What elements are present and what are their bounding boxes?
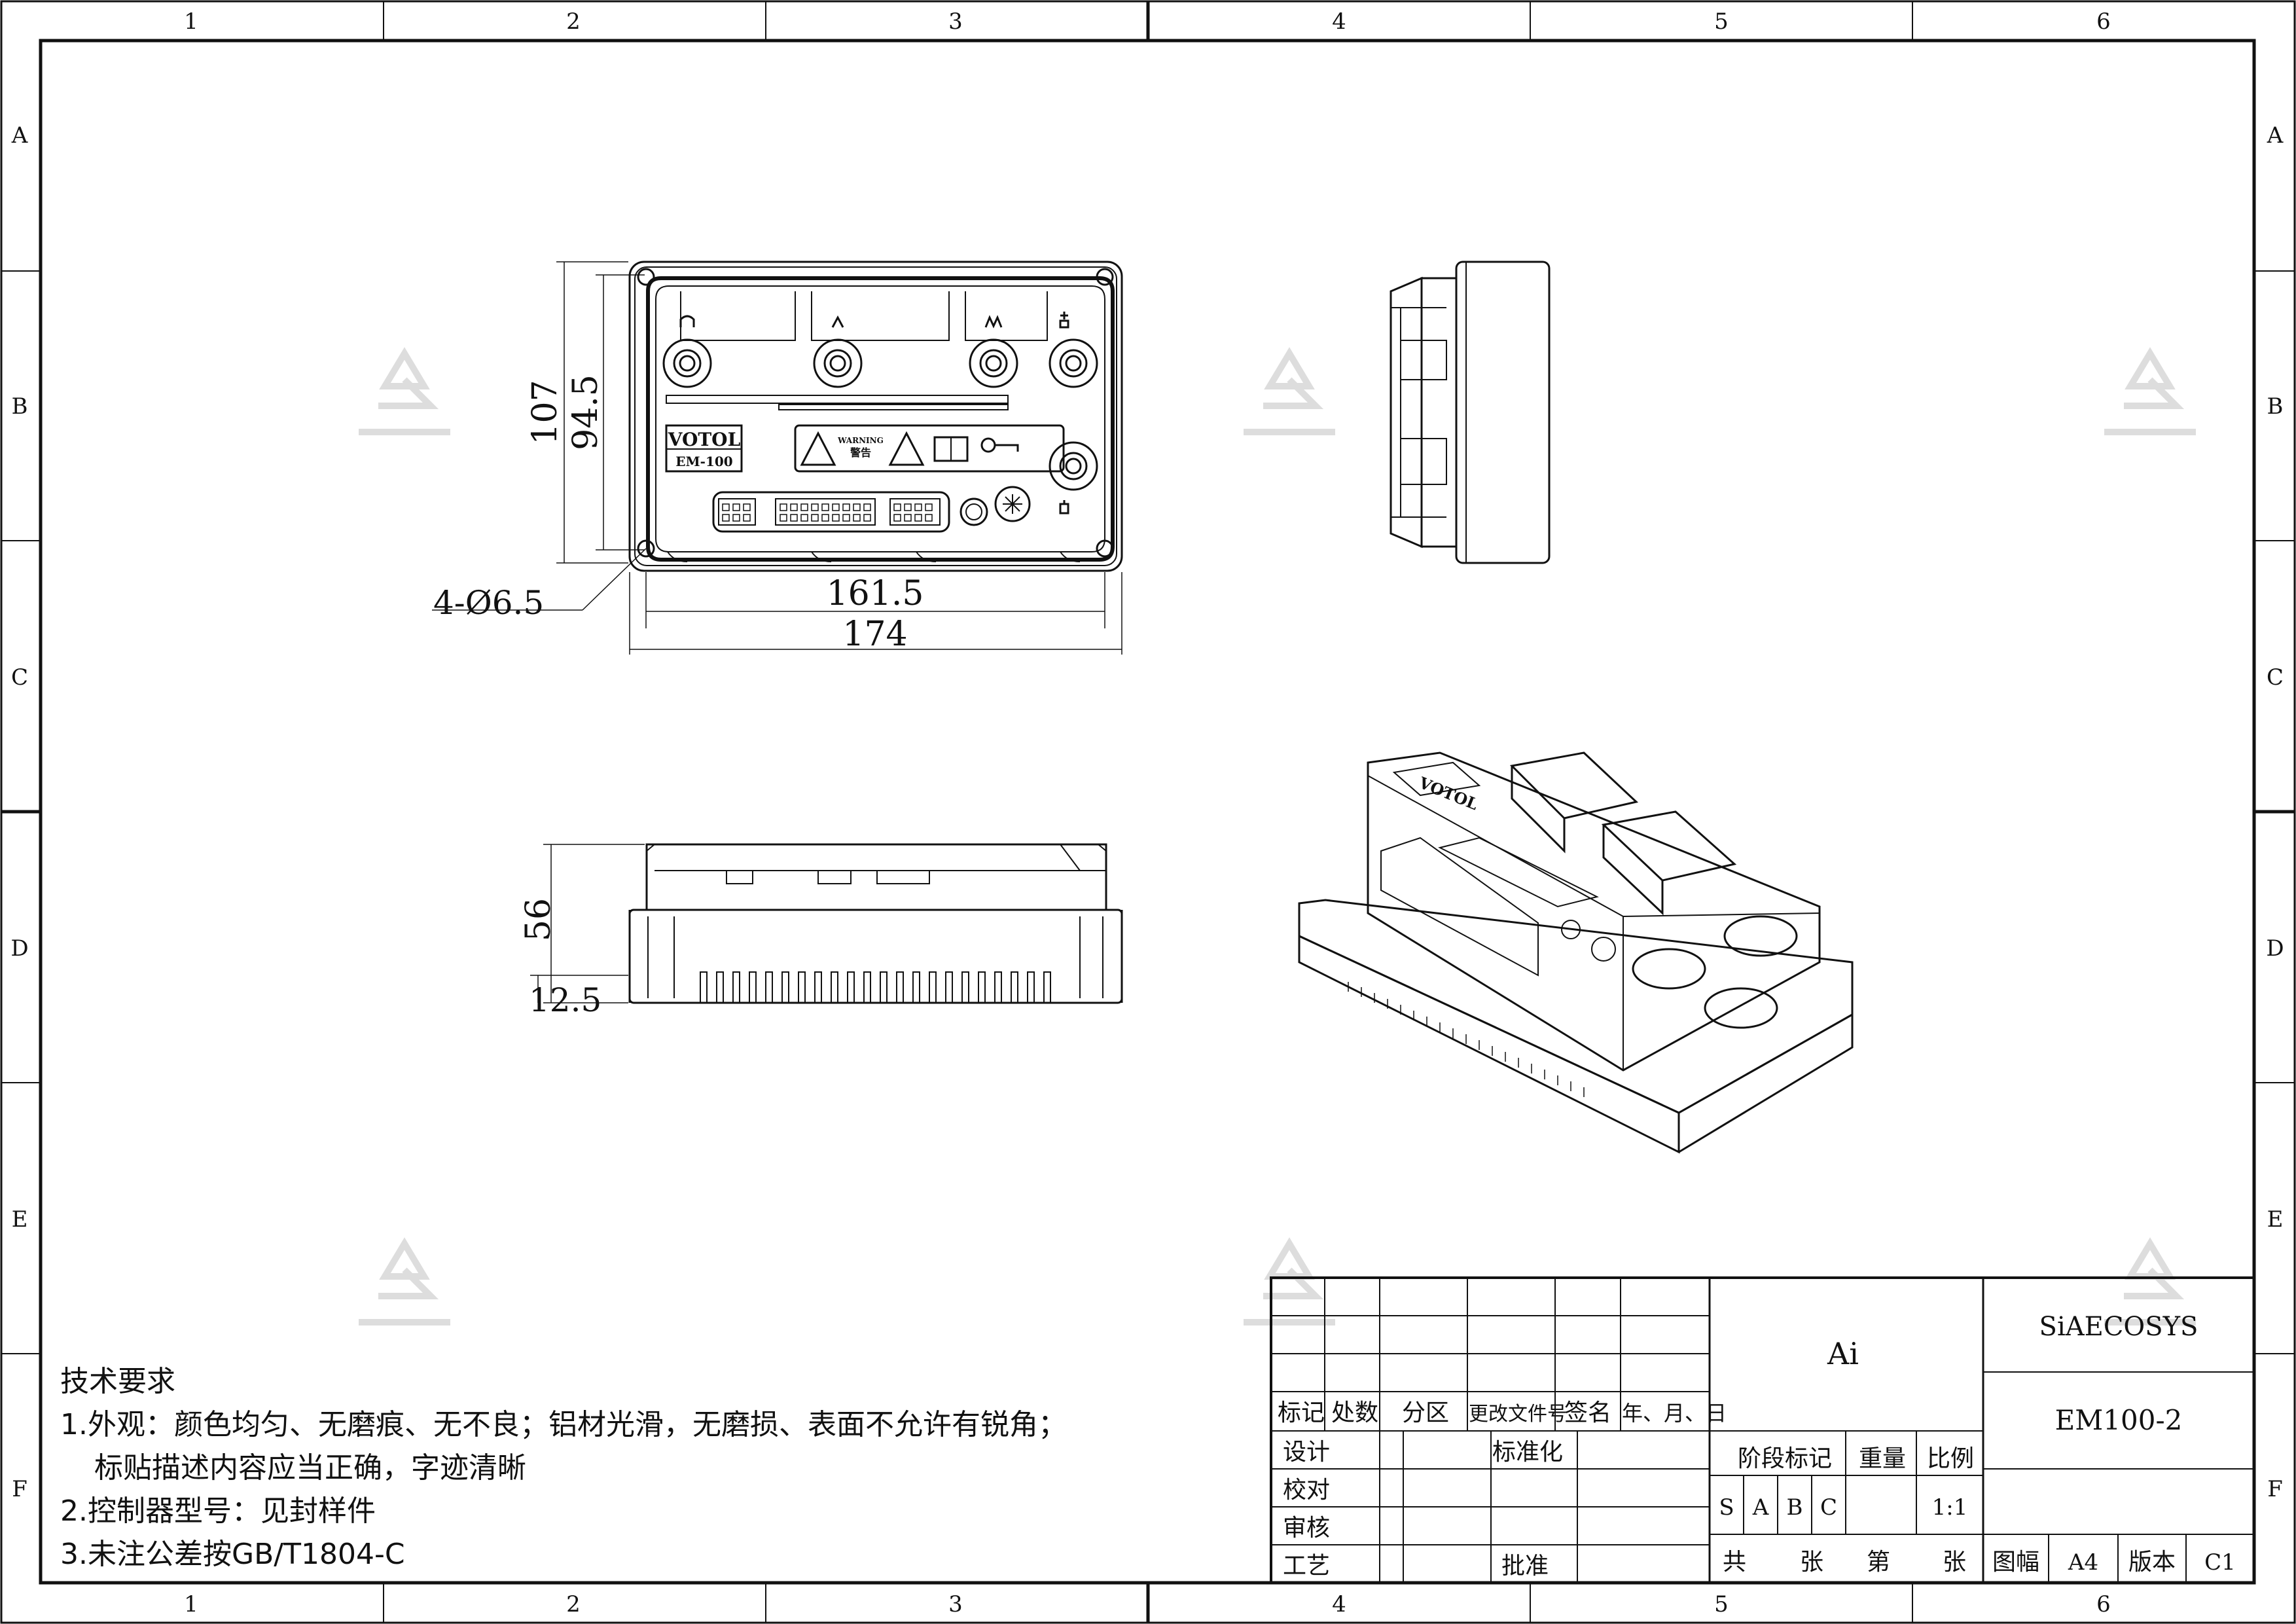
label-jieduan: 阶段标记	[1738, 1445, 1832, 1472]
col-label: 2	[566, 1591, 581, 1617]
top-view	[628, 261, 1123, 572]
stage-s: S	[1719, 1494, 1734, 1521]
label-pizhun: 批准	[1501, 1553, 1549, 1579]
hdr-biaoji: 标记	[1278, 1399, 1325, 1426]
note-line-2: 2.控制器型号：见封样件	[60, 1494, 376, 1528]
hdr-chushu: 处数	[1331, 1399, 1378, 1426]
version: C1	[2204, 1549, 2236, 1576]
hdr-genggai: 更改文件号	[1469, 1403, 1567, 1426]
label-zhongliang: 重量	[1859, 1445, 1906, 1472]
label-tufu: 图幅	[1992, 1549, 2039, 1576]
title-block	[1270, 1276, 2255, 1584]
dim-height-inner: 94.5	[566, 374, 605, 450]
note-line-1b: 标贴描述内容应当正确，字迹清晰	[94, 1451, 526, 1485]
zone-labels: 1 2 3 4 5 6 1 2 3 4 5 6 A B C D E F A B …	[10, 9, 2284, 1617]
brand-logo: VOTOL	[668, 429, 741, 450]
label-zhang-1: 张	[1800, 1549, 1823, 1576]
dim-hole-callout: 4-Ø6.5	[433, 584, 544, 622]
row-label: F	[2267, 1476, 2283, 1502]
dim-width-total: 174	[842, 615, 907, 654]
stage-c: C	[1820, 1494, 1837, 1521]
row-label: C	[11, 664, 28, 691]
warning-label-en: WARNING	[837, 436, 884, 445]
hdr-date: 年、月、日	[1622, 1401, 1727, 1426]
note-line-1: 1.外观：颜色均匀、无磨痕、无不良；铝材光滑，无磨损、表面不允许有锐角；	[60, 1408, 1067, 1441]
label-gongyi: 工艺	[1283, 1553, 1330, 1579]
col-label: 5	[1714, 9, 1729, 35]
dim-width-inner: 161.5	[827, 574, 924, 613]
label-jiaodui: 校对	[1283, 1477, 1330, 1504]
watermark-logos	[359, 347, 2196, 1326]
front-view	[628, 843, 1123, 1004]
hdr-fenqu: 分区	[1402, 1399, 1449, 1426]
label-biaozhunhua: 标准化	[1492, 1439, 1563, 1466]
col-label: 4	[1332, 9, 1346, 35]
row-label: B	[2267, 393, 2284, 420]
front-view-dimensions	[530, 844, 645, 1003]
notes-title: 技术要求	[60, 1365, 175, 1398]
col-label: 2	[566, 9, 581, 35]
stage-a: A	[1752, 1494, 1769, 1521]
label-banben: 版本	[2128, 1549, 2176, 1576]
drawing-number: EM100-2	[2055, 1404, 2183, 1436]
title-block-text: 标记 处数 分区 更改文件号 签名 年、月、日 设计 标准化 校对 审核 工艺 …	[1278, 1312, 2236, 1579]
row-label: A	[2267, 122, 2284, 149]
isometric-view	[1298, 751, 1854, 1154]
row-label: A	[11, 122, 28, 149]
row-label: E	[2267, 1206, 2284, 1233]
label-bili: 比例	[1927, 1445, 1974, 1472]
row-label: D	[2266, 935, 2284, 962]
row-label: F	[12, 1476, 27, 1502]
label-zhang-2: 张	[1943, 1549, 1966, 1576]
scale: 1:1	[1932, 1494, 1968, 1521]
row-label: E	[12, 1206, 28, 1233]
label-gong: 共	[1723, 1549, 1746, 1576]
col-label: 4	[1332, 1591, 1346, 1617]
side-view-right	[1390, 261, 1551, 564]
col-label: 1	[184, 9, 198, 35]
col-label: 1	[184, 1591, 198, 1617]
label-di: 第	[1867, 1549, 1890, 1576]
model-plate: EM-100	[675, 454, 732, 469]
dim-height-total: 107	[526, 380, 565, 444]
col-label: 3	[948, 1591, 963, 1617]
col-label: 3	[948, 9, 963, 35]
col-label: 6	[2096, 1591, 2111, 1617]
material: Ai	[1827, 1336, 1859, 1371]
row-label: C	[2267, 664, 2284, 691]
stage-b: B	[1787, 1494, 1803, 1521]
dim-side-height: 56	[519, 898, 558, 941]
label-shenhe: 审核	[1283, 1515, 1330, 1542]
sheet-size: A4	[2068, 1549, 2098, 1576]
hdr-qianming: 签名	[1564, 1399, 1611, 1426]
warning-label-cn: 警告	[850, 446, 871, 459]
row-label: D	[10, 935, 28, 962]
company-name: SiAECOSYS	[2039, 1312, 2198, 1342]
technical-notes: 技术要求 1.外观：颜色均匀、无磨痕、无不良；铝材光滑，无磨损、表面不允许有锐角…	[60, 1360, 1067, 1576]
dim-flange-height: 12.5	[529, 981, 601, 1019]
note-line-3: 3.未注公差按GB/T1804-C	[60, 1538, 405, 1571]
top-view-dimensions	[432, 261, 1122, 655]
col-label: 5	[1714, 1591, 1729, 1617]
label-sheji: 设计	[1283, 1439, 1330, 1466]
row-label: B	[12, 393, 28, 420]
col-label: 6	[2096, 9, 2111, 35]
